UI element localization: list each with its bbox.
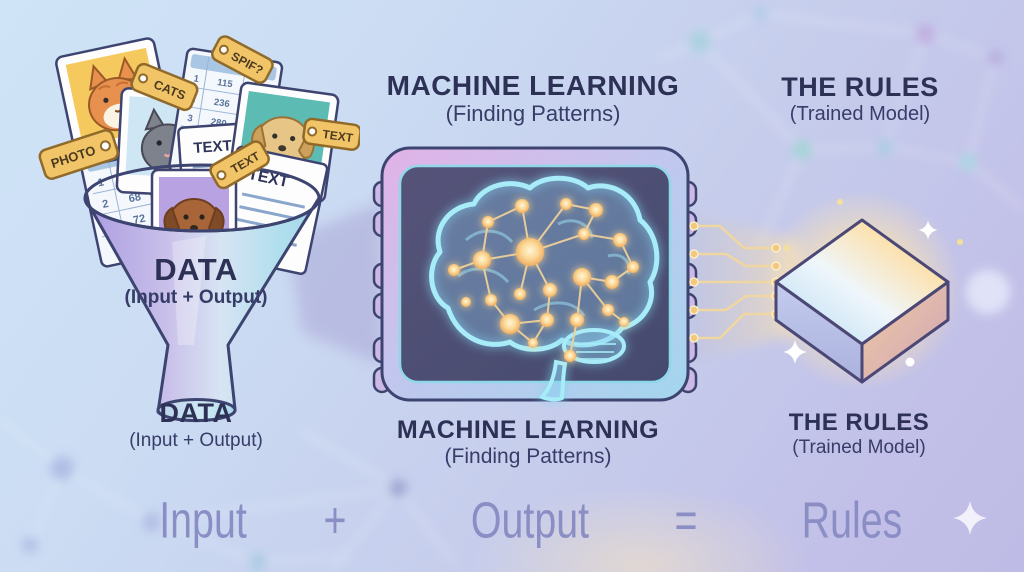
table-cell: 2 [101,198,109,211]
rules-subheading: (Trained Model) [789,103,931,125]
ml-chip-illustration [372,146,698,402]
table-cell: 3 [186,113,193,125]
funnel-label: DATA [154,252,238,287]
funnel-spout-opening [156,398,237,422]
ml-caption: MACHINE LEARNING [396,416,660,444]
table-cell: 115 [216,77,234,90]
equation-rules: Rules [801,493,903,550]
tag-text-center: TEXT [209,140,270,190]
tag-photo: PHOTO [38,129,119,180]
equation-equals: = [674,493,698,550]
tag-cats: CATS [130,62,199,112]
funnel-caption-sub: (Input + Output) [129,430,263,451]
corner-sparkle-icon [953,501,987,535]
circuit-traces [689,221,781,343]
equation-plus: + [323,493,347,550]
funnel-label-sub: (Input + Output) [124,287,268,308]
funnel-rim [83,163,321,233]
data-funnel-illustration: 1 109 106 130 2 68 28 99 3 72 39 96 59 8… [38,35,360,423]
ml-subheading: (Finding Patterns) [445,101,621,126]
trained-model-illustration [689,190,963,390]
funnel-highlight [172,236,206,345]
rules-caption-sub: (Trained Model) [792,437,926,458]
sparkle-icons [783,199,963,367]
equation-input: Input [159,493,247,550]
funnel-caption: DATA [159,398,233,428]
table-cell: 72 [132,213,146,227]
ml-caption-sub: (Finding Patterns) [444,445,612,468]
neural-edges [453,203,634,357]
table-cell: 236 [213,97,230,110]
rules-heading: THE RULES [781,72,939,102]
brain-icon [429,175,660,402]
table-cell: 1 [193,73,201,85]
tag-label: TEXT [322,127,355,145]
funnel-tags: PHOTO CATS SPIF? TEXT TEXT [38,35,360,190]
network-cluster-top-right [659,6,1024,314]
network-cluster-bottom-left [0,419,457,572]
table-cell: 68 [128,191,142,205]
neural-nodes [448,198,639,362]
doc-title: TEXT [193,137,232,157]
model-gem-icon [774,218,950,384]
warm-floor-glow [470,485,810,572]
ml-heading: MACHINE LEARNING [386,70,680,101]
tag-text-right: TEXT [302,117,360,151]
rules-caption: THE RULES [788,409,930,436]
equation-output: Output [470,493,590,550]
